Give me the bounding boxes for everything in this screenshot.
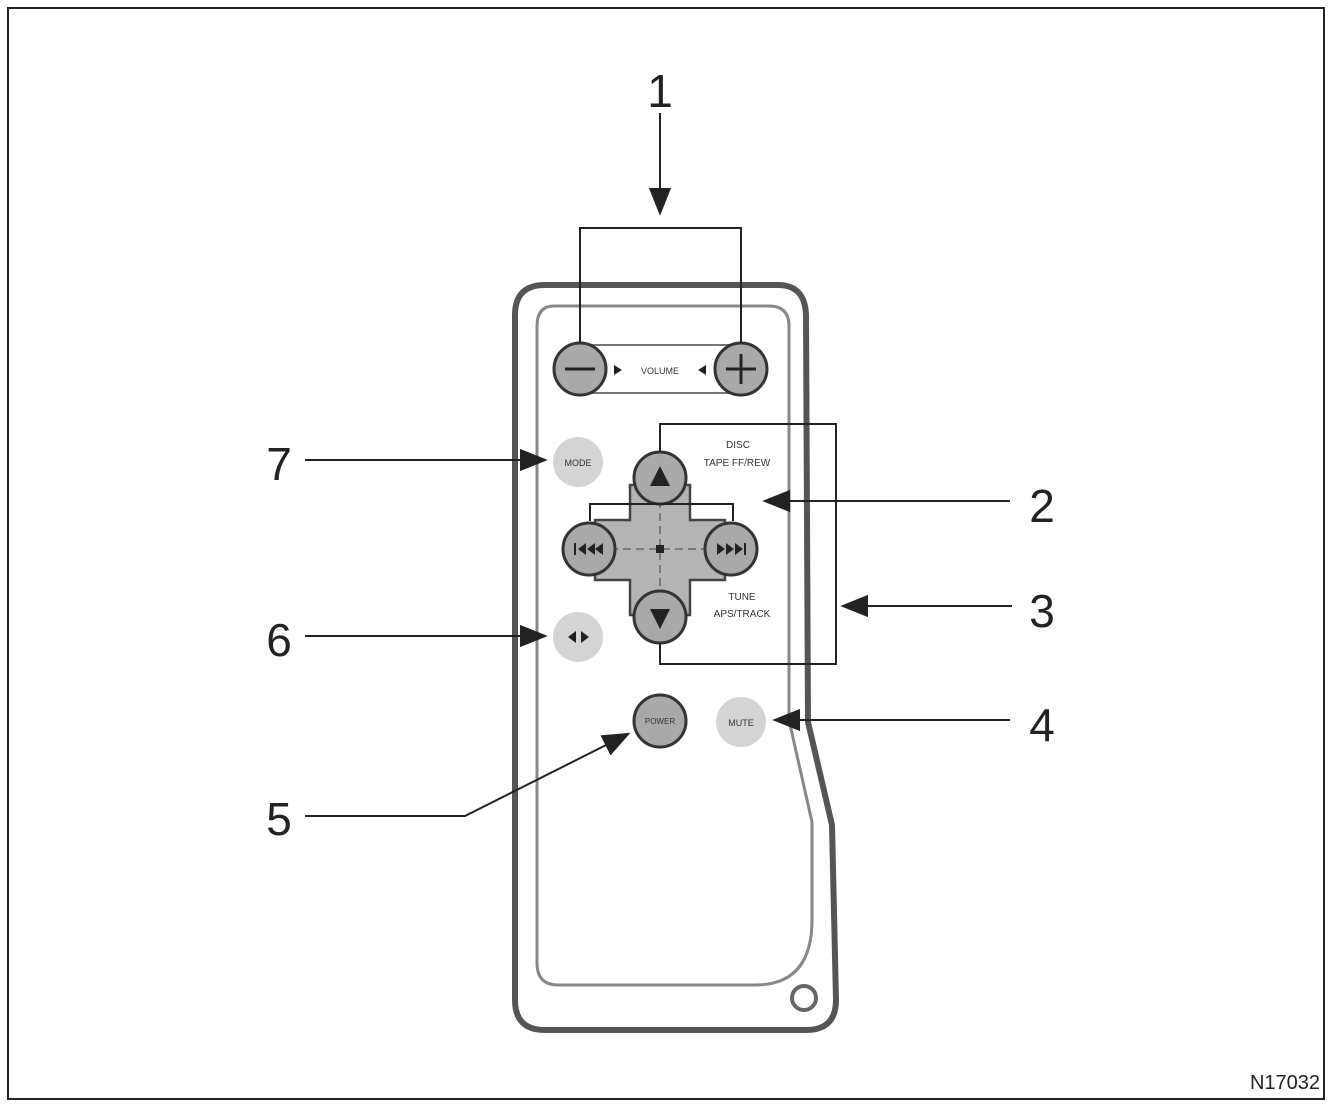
volume-right-arrow-icon — [698, 365, 706, 375]
skip-forward-icon — [717, 543, 746, 555]
callout-4: 4 — [1029, 699, 1055, 751]
callout-7: 7 — [266, 438, 292, 490]
mute-label: MUTE — [728, 718, 754, 728]
volume-label: VOLUME — [641, 366, 679, 376]
dpad — [593, 483, 727, 617]
power-button[interactable]: POWER — [632, 693, 688, 749]
mode-label: MODE — [565, 458, 592, 468]
next-button[interactable] — [703, 521, 759, 577]
power-label: POWER — [645, 717, 675, 726]
tape-label: TAPE FF/REW — [704, 458, 771, 469]
callout-1: 1 — [647, 65, 673, 117]
up-button[interactable] — [632, 450, 688, 506]
toggle-button[interactable] — [553, 612, 603, 662]
callout-2: 2 — [1029, 480, 1055, 532]
mute-button[interactable]: MUTE — [716, 697, 766, 747]
remote-body — [512, 282, 840, 1033]
figure-id: N17032 — [1250, 1072, 1320, 1094]
callout-5-leader — [305, 732, 631, 817]
callout-3-leader — [659, 423, 1012, 665]
tune-label: TUNE — [728, 592, 756, 603]
down-button[interactable] — [632, 589, 688, 645]
triangle-up-icon — [650, 466, 670, 486]
disc-label: DISC — [726, 440, 750, 451]
volume-left-arrow-icon — [614, 365, 622, 375]
triangle-down-icon — [650, 609, 670, 629]
skip-back-icon — [574, 543, 603, 555]
callout-5: 5 — [266, 793, 292, 845]
mode-button[interactable]: MODE — [553, 437, 603, 487]
volume-plus-button[interactable] — [713, 341, 769, 397]
track-label: APS/TRACK — [714, 609, 771, 620]
plus-icon — [726, 354, 756, 384]
callout-1-leader — [579, 113, 742, 343]
figure-frame — [7, 7, 1325, 1100]
callout-6: 6 — [266, 614, 292, 666]
callout-2-leader — [589, 489, 1010, 521]
volume-minus-button[interactable] — [552, 341, 608, 397]
left-right-arrows-icon — [568, 631, 589, 643]
callout-3: 3 — [1029, 585, 1055, 637]
previous-button[interactable] — [561, 521, 617, 577]
